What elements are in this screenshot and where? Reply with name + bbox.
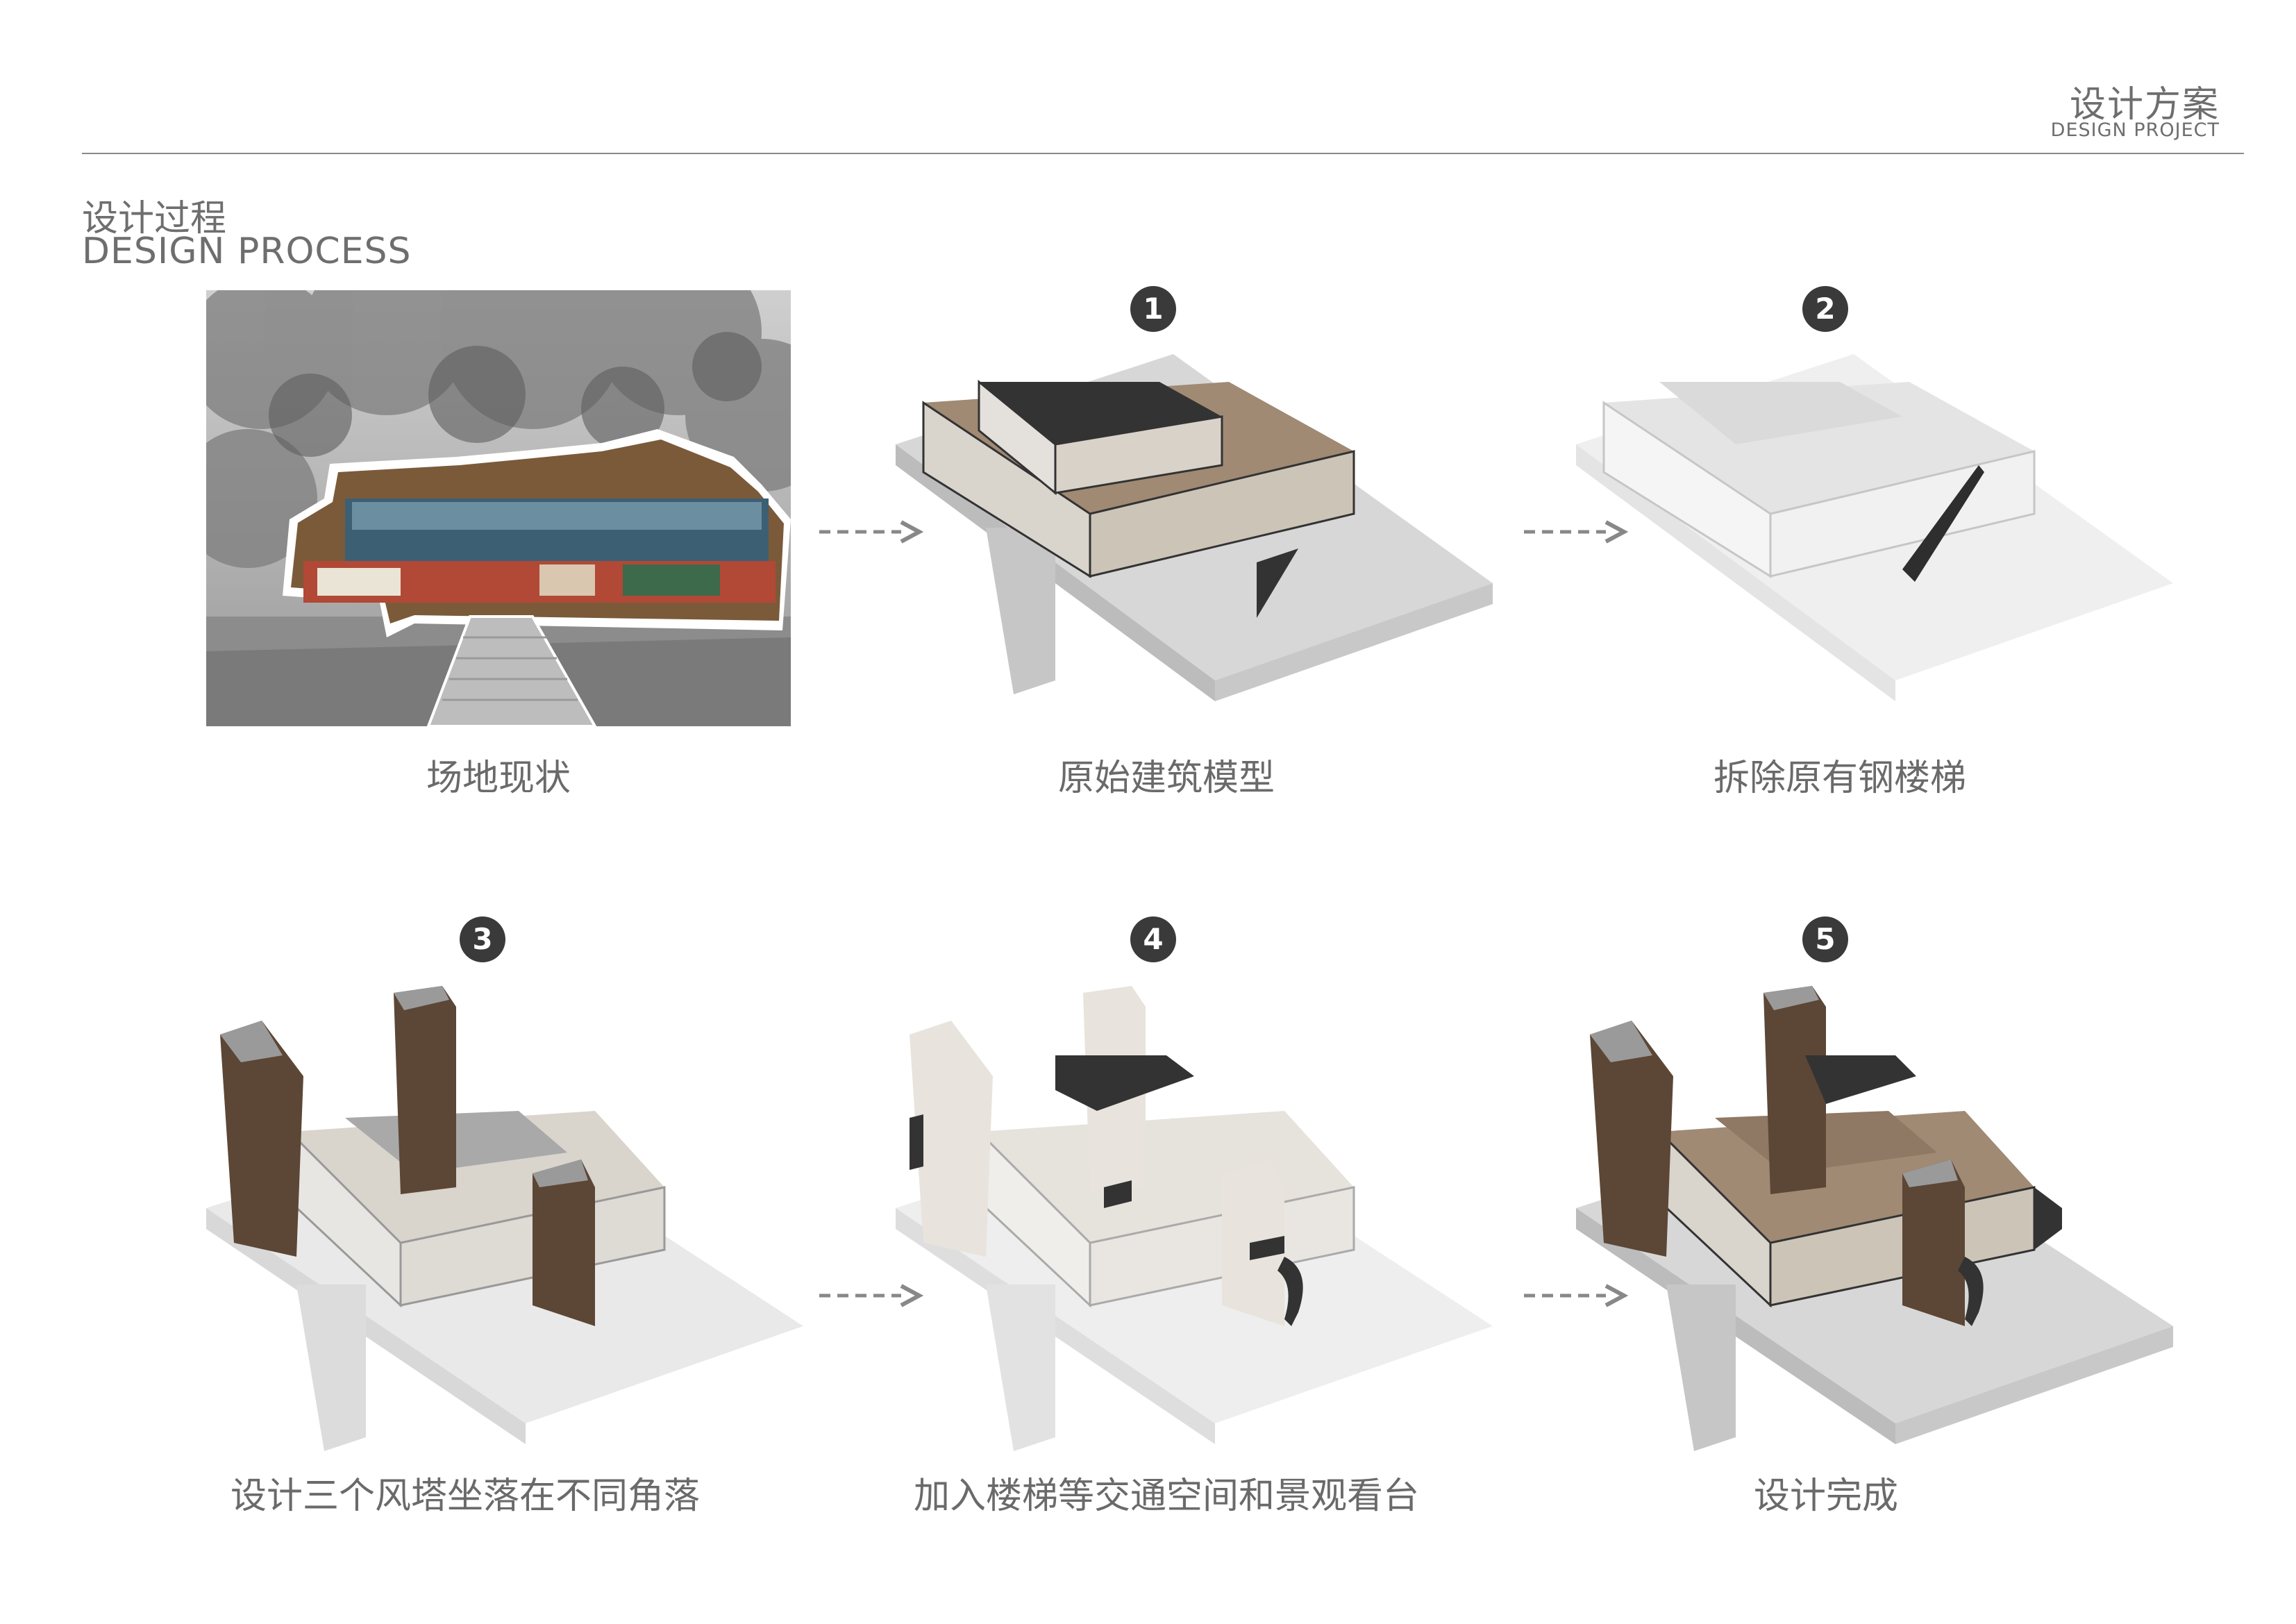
step-caption-5: 设计完成 <box>1753 1475 1898 1517</box>
section-title-en: DESIGN PROCESS <box>82 231 412 272</box>
step-caption-0: 场地现状 <box>426 757 571 799</box>
model-complete <box>1576 979 2173 1451</box>
model-remove-stairs <box>1576 354 2173 715</box>
removed-stair-highlight <box>1902 465 1986 583</box>
model-wind-towers <box>206 979 803 1451</box>
step-caption-1: 原始建筑模型 <box>1057 757 1275 799</box>
header-divider <box>82 153 2244 154</box>
header-title-cn: 设计方案 <box>2069 84 2220 126</box>
step-badge-5: 5 <box>1802 916 1848 962</box>
arrow-step-3-to-4 <box>819 1282 923 1309</box>
step-caption-4: 加入楼梯等交通空间和景观看台 <box>913 1475 1419 1517</box>
model-original <box>896 354 1493 715</box>
step-badge-2: 2 <box>1802 286 1848 332</box>
model-stairs-platform <box>896 979 1493 1451</box>
arrow-step-0-to-1 <box>819 518 923 546</box>
step-badge-3: 3 <box>460 916 505 962</box>
arrow-step-4-to-5 <box>1524 1282 1628 1309</box>
step-caption-2: 拆除原有钢楼梯 <box>1713 757 1966 799</box>
header-title-en: DESIGN PROJECT <box>2050 119 2220 141</box>
section-title-cn: 设计过程 <box>82 198 227 240</box>
arrow-step-1-to-2 <box>1524 518 1628 546</box>
step-caption-3: 设计三个风塔坐落在不同角落 <box>230 1475 700 1517</box>
step-badge-4: 4 <box>1130 916 1176 962</box>
step-badge-1: 1 <box>1130 286 1176 332</box>
site-photo <box>206 290 791 726</box>
